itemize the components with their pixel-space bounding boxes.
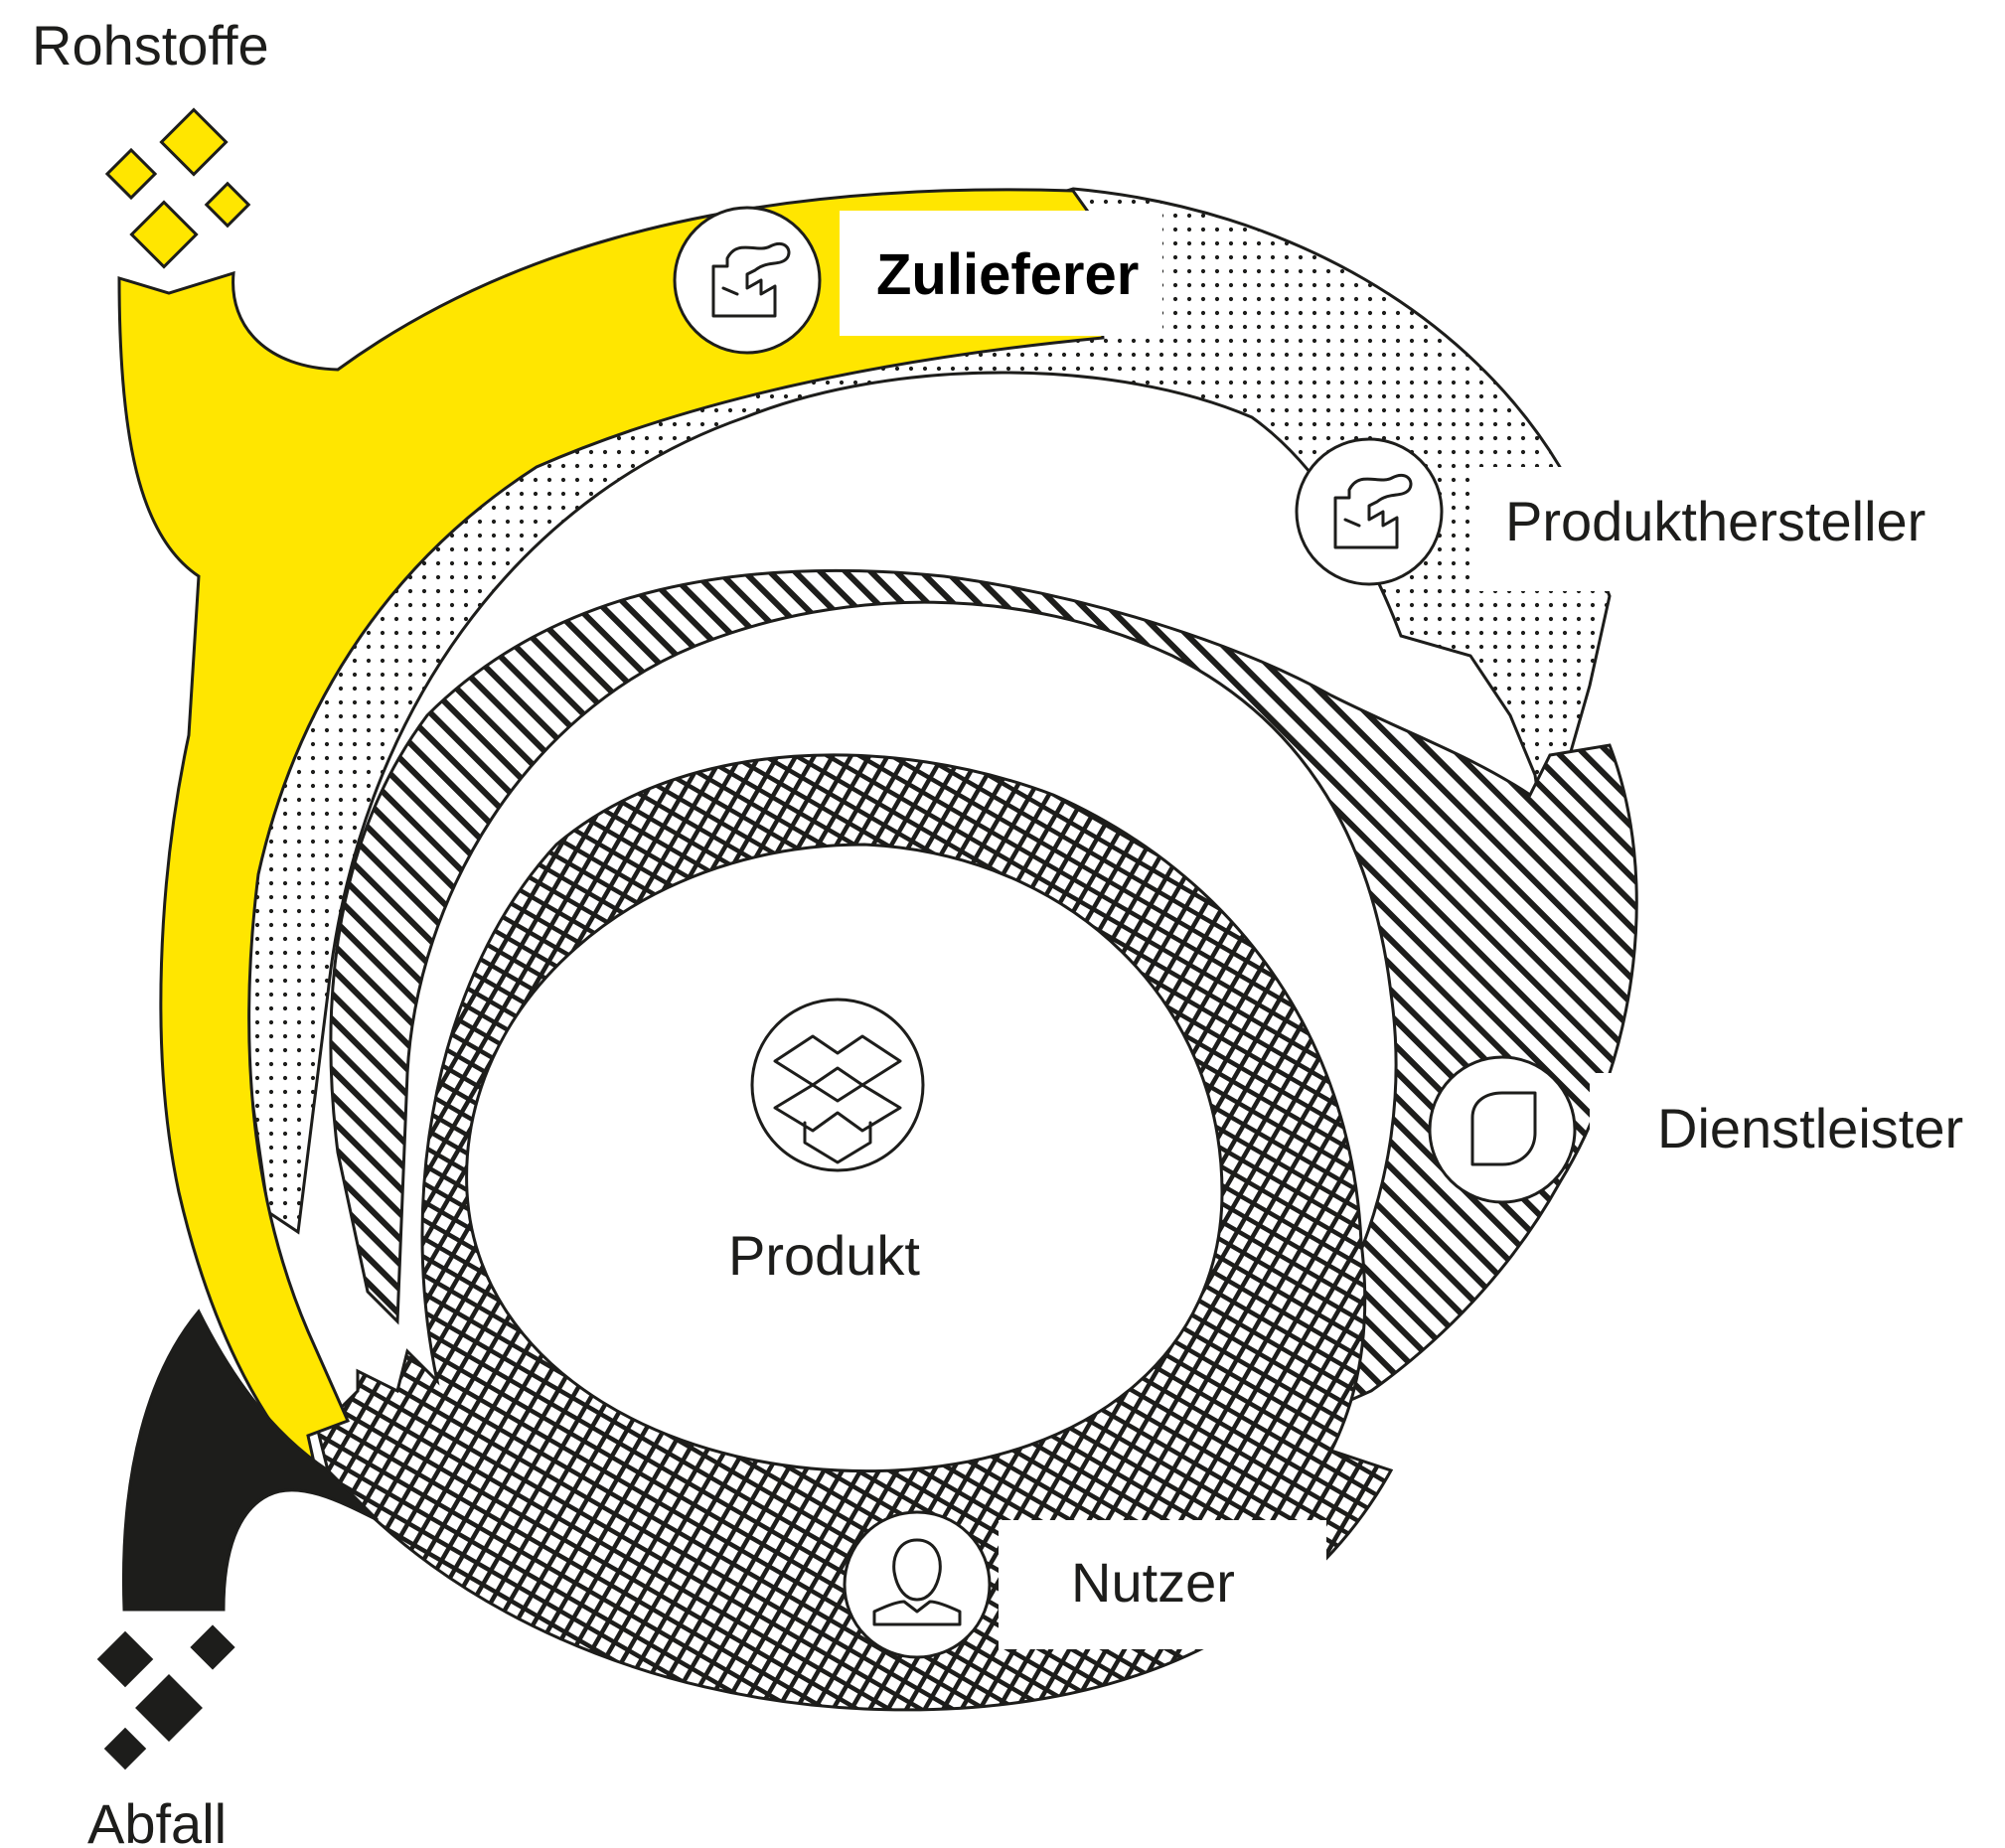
service-provider-ring xyxy=(329,568,1638,1472)
user-person-icon xyxy=(843,1510,992,1659)
waste-arm xyxy=(121,1309,380,1612)
service-provider-label: Dienstleister xyxy=(1657,1097,1963,1159)
waste-diamonds xyxy=(96,1624,235,1771)
product-label: Produkt xyxy=(728,1224,920,1287)
raw-material-diamonds xyxy=(104,107,251,269)
manufacturer-factory-icon xyxy=(1295,437,1444,586)
service-provider-leaf-icon xyxy=(1428,1055,1577,1204)
label-panels xyxy=(840,211,2005,1649)
user-label: Nutzer xyxy=(1071,1551,1235,1614)
manufacturer-label: Produkthersteller xyxy=(1505,490,1926,552)
product-box-icon xyxy=(750,998,925,1172)
waste-label: Abfall xyxy=(87,1792,227,1848)
user-ring xyxy=(316,753,1394,1712)
supplier-label: Zulieferer xyxy=(876,242,1139,307)
raw-materials-label: Rohstoffe xyxy=(32,14,269,77)
supplier-factory-icon xyxy=(673,206,822,355)
supplier-arm xyxy=(117,188,1105,1485)
